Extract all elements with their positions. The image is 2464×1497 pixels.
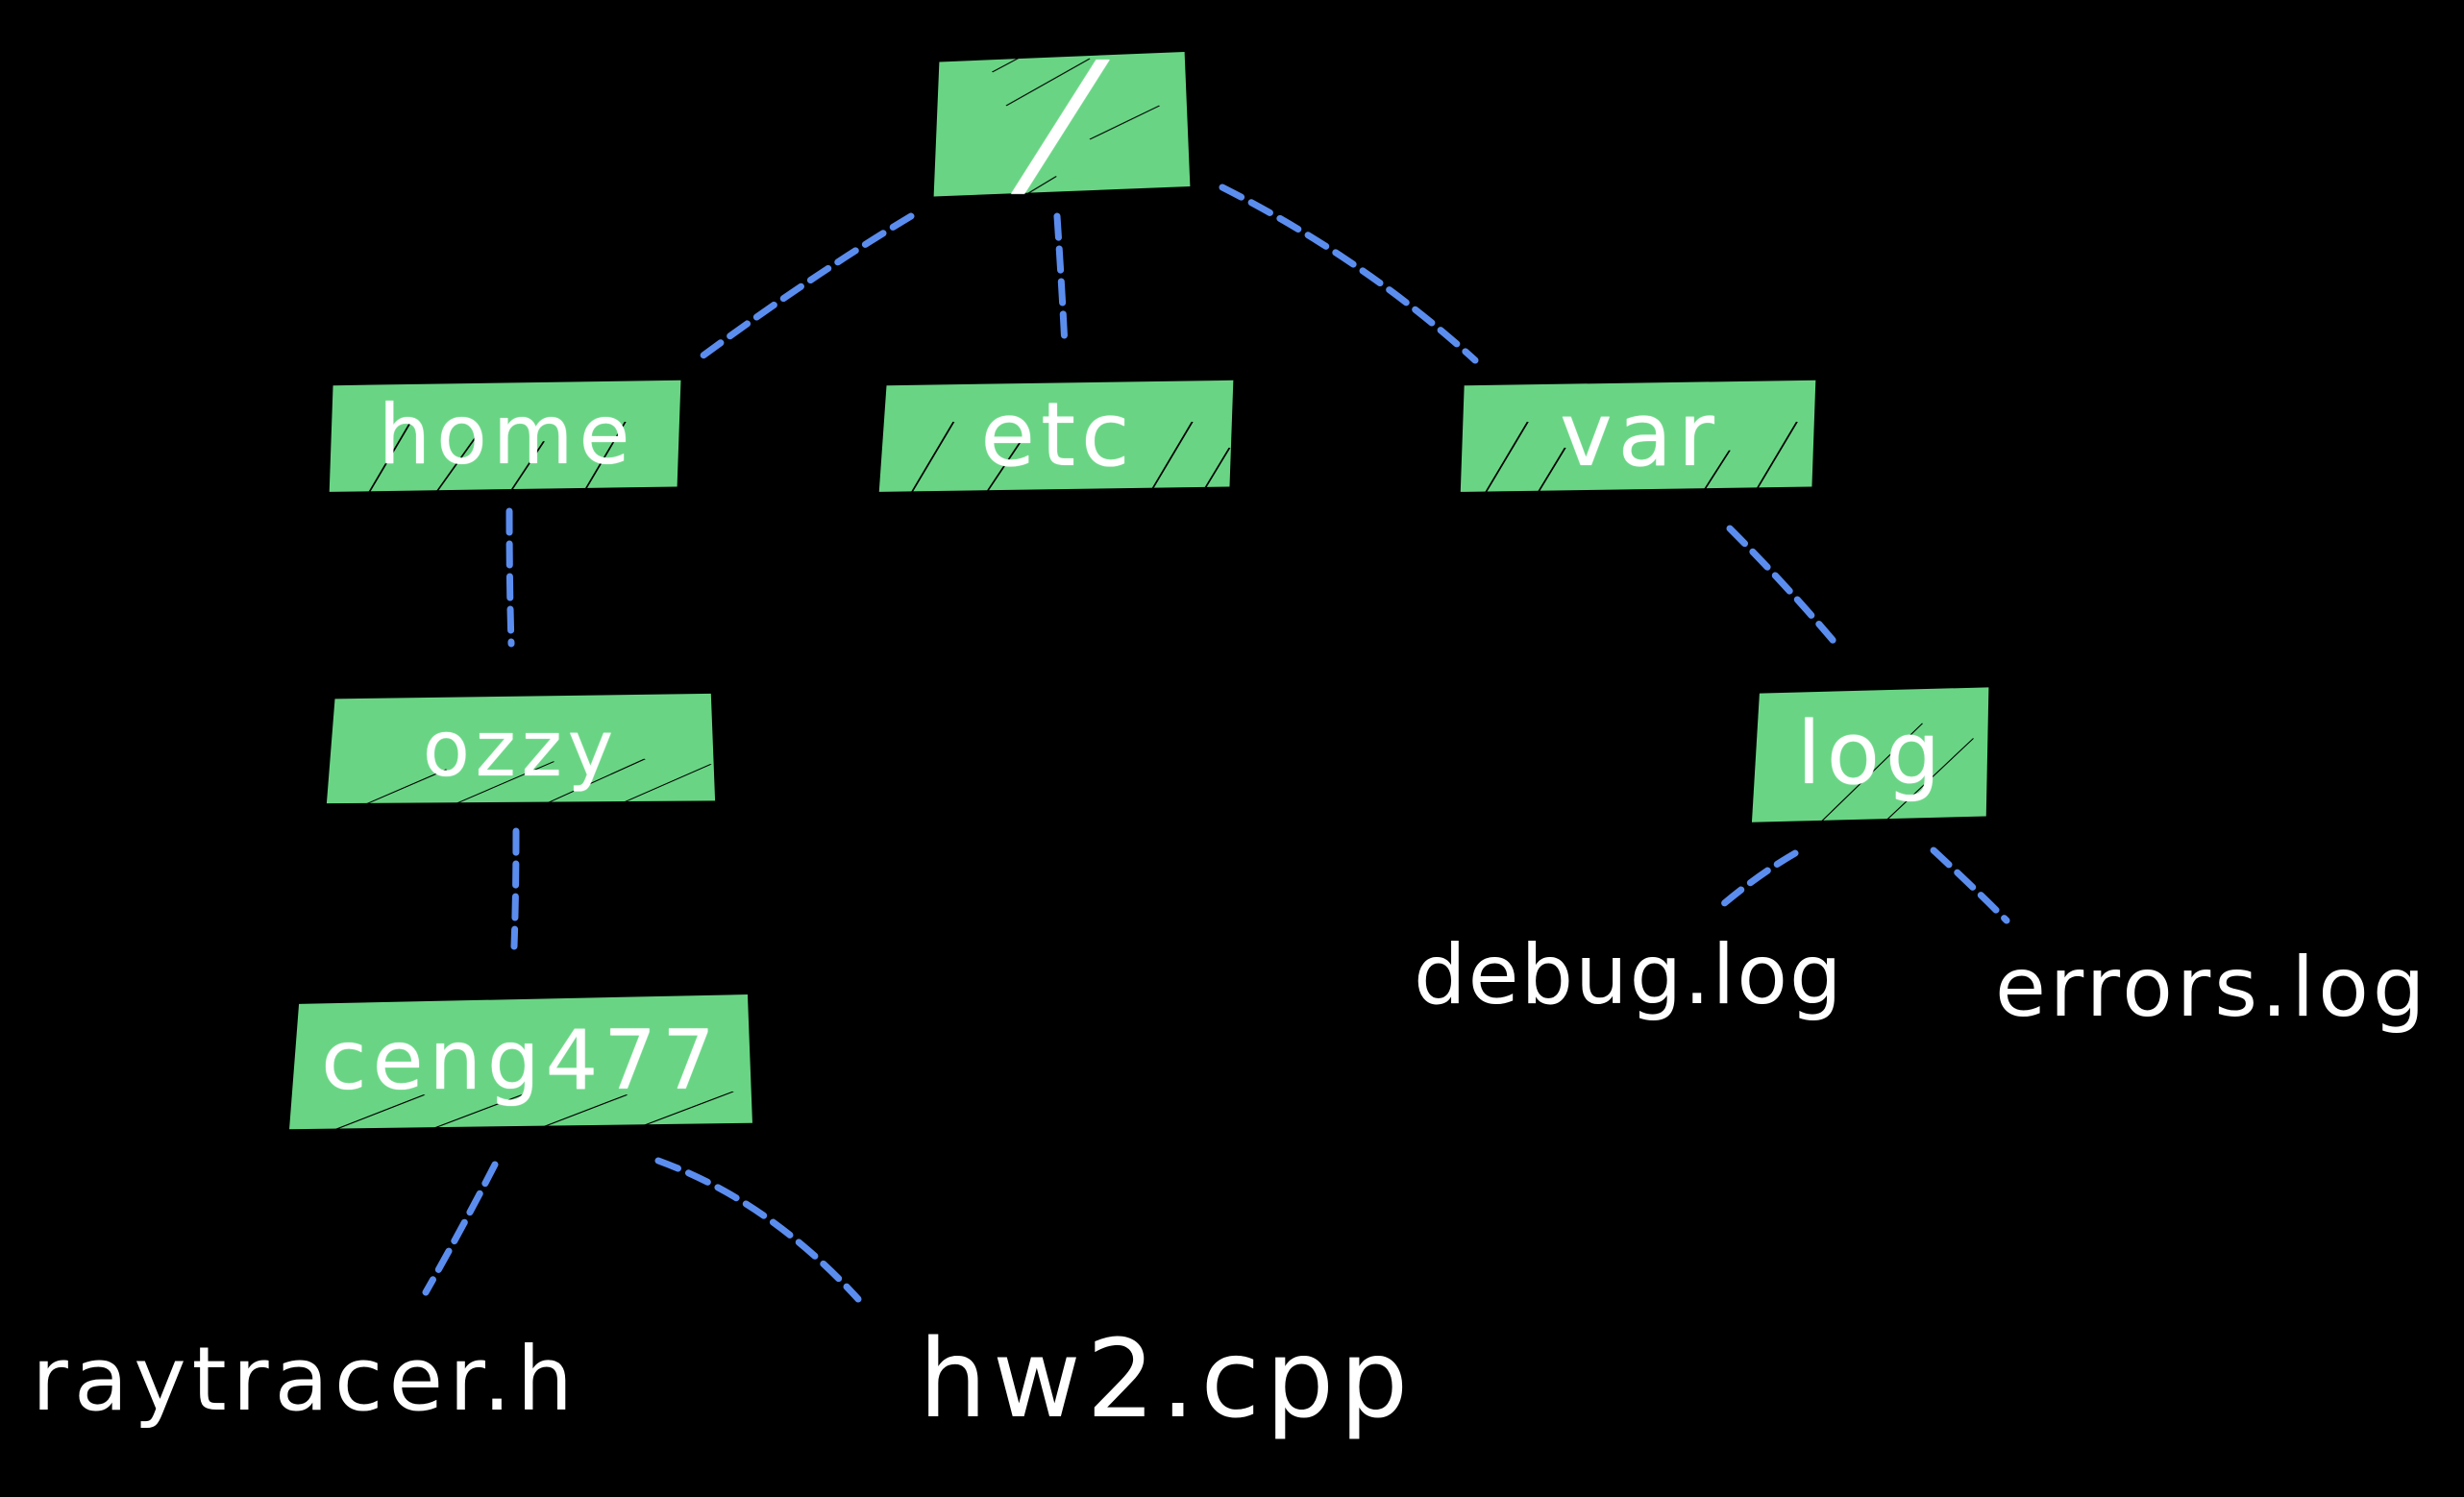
node-label: etc xyxy=(980,383,1136,486)
file-node-debug-log[interactable]: debug.log xyxy=(1414,927,1844,1023)
edge-root-var xyxy=(1219,184,1479,364)
node-label: var xyxy=(1560,383,1720,486)
directory-node-home[interactable]: home xyxy=(322,370,692,500)
node-label: log xyxy=(1796,702,1947,804)
directory-node-var[interactable]: var xyxy=(1453,370,1827,500)
edge-log-debug xyxy=(1718,849,1799,909)
edge-ceng477-raytracer xyxy=(422,1161,499,1296)
directory-node-ozzy[interactable]: ozzy xyxy=(314,683,727,814)
scribble-fill xyxy=(329,380,681,498)
directory-node-log[interactable]: log xyxy=(1744,678,1999,828)
edge-ozzy-ceng477 xyxy=(510,827,520,950)
scribble-fill xyxy=(878,380,1234,498)
node-label: home xyxy=(378,386,636,483)
edge-root-home xyxy=(693,212,915,364)
edge-home-ozzy xyxy=(505,507,515,648)
node-label: ozzy xyxy=(422,703,620,794)
scribble-fill xyxy=(326,693,716,812)
directory-node-etc[interactable]: etc xyxy=(872,370,1244,500)
file-node-errors-log[interactable]: errors.log xyxy=(1995,940,2429,1036)
file-node-raytracer-h[interactable]: raytracer.h xyxy=(32,1328,579,1431)
edge-log-errors xyxy=(1930,847,2010,924)
file-node-hw2-cpp[interactable]: hw2.cpp xyxy=(919,1317,1415,1442)
edge-var-log xyxy=(1726,525,1841,650)
scribble-fill xyxy=(1460,380,1816,498)
scribble-fill xyxy=(933,46,1191,199)
directory-node-ceng477[interactable]: ceng477 xyxy=(280,982,762,1139)
edge-ceng477-hw2 xyxy=(654,1157,862,1303)
node-label: ceng477 xyxy=(321,1012,721,1109)
edge-root-etc xyxy=(1053,212,1069,350)
directory-node-root[interactable]: / xyxy=(923,28,1201,218)
scribble-fill xyxy=(1751,687,1989,822)
scribble-fill xyxy=(289,994,752,1137)
